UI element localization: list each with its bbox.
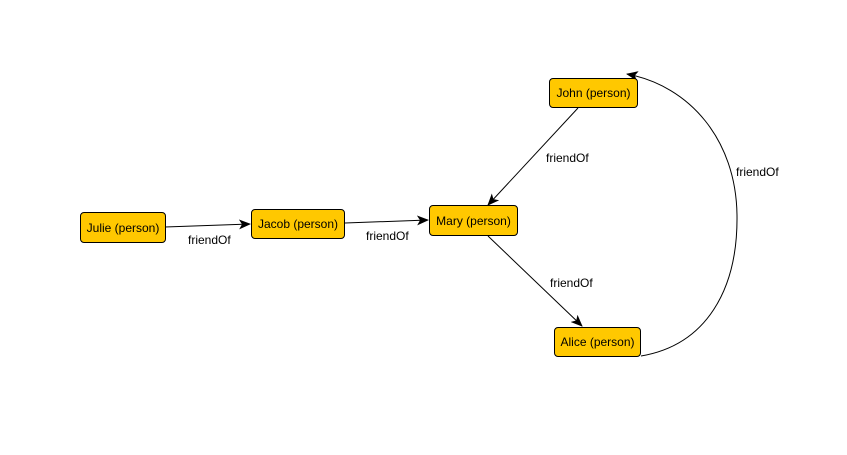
edge-label-john-mary: friendOf (546, 151, 589, 165)
node-mary[interactable]: Mary (person) (429, 205, 518, 236)
node-julie[interactable]: Julie (person) (80, 212, 166, 243)
node-alice-label: Alice (person) (560, 335, 635, 349)
node-alice[interactable]: Alice (person) (554, 327, 641, 357)
edge-label-jacob-mary: friendOf (366, 229, 409, 243)
edge-label-alice-john: friendOf (736, 165, 779, 179)
edge-mary-alice (487, 235, 583, 327)
node-julie-label: Julie (person) (86, 220, 160, 235)
node-jacob-label: Jacob (person) (257, 217, 339, 231)
edge-alice-john (626, 71, 738, 357)
node-jacob[interactable]: Jacob (person) (251, 209, 345, 239)
edge-label-mary-alice: friendOf (550, 276, 593, 290)
edge-jacob-mary (344, 215, 429, 226)
edge-label-julie-jacob: friendOf (188, 233, 231, 247)
edge-julie-jacob (164, 219, 251, 230)
edge-john-mary (487, 107, 579, 206)
node-john-label: John (person) (556, 86, 631, 100)
node-mary-label: Mary (person) (436, 213, 511, 228)
node-john[interactable]: John (person) (549, 78, 638, 108)
